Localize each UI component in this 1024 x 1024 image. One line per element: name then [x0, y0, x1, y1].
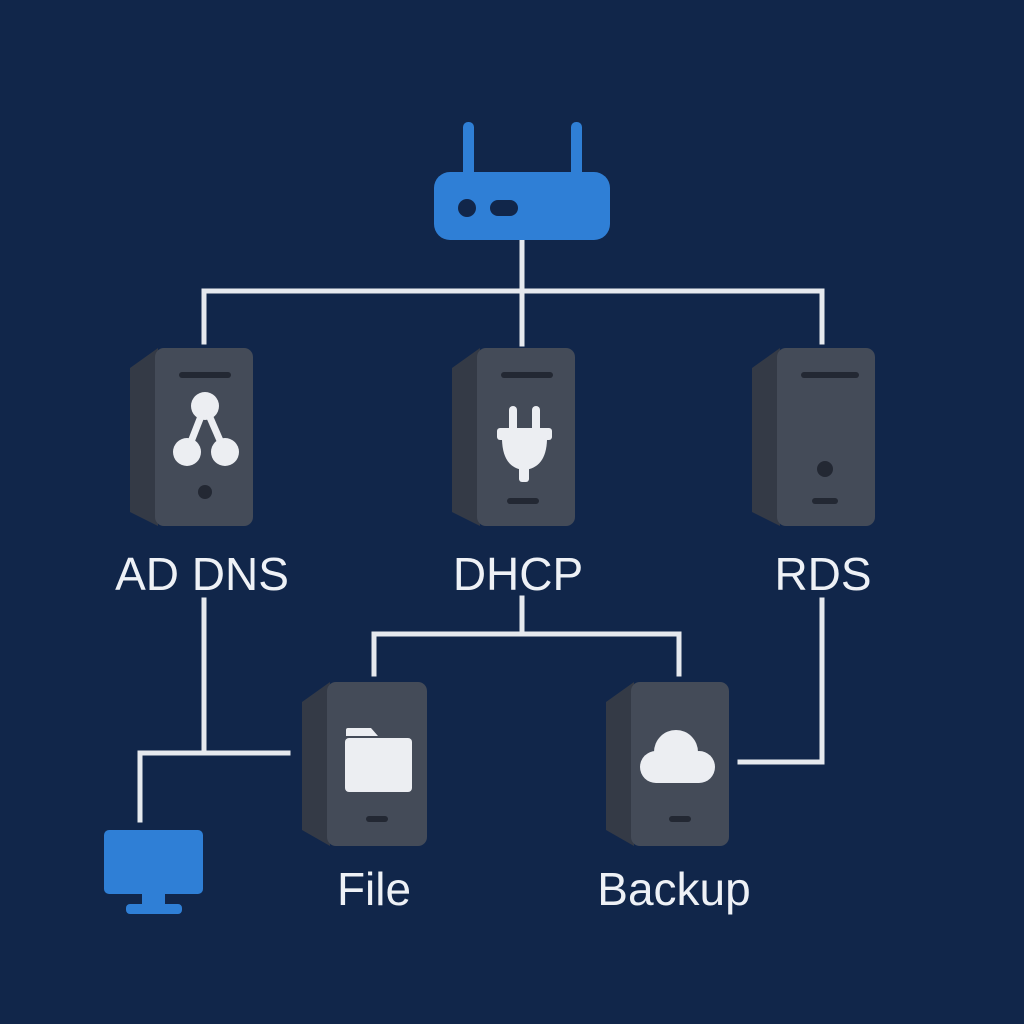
link-rds-backup: [737, 597, 825, 765]
dhcp-label: DHCP: [453, 548, 583, 600]
folder-icon: [345, 728, 412, 792]
file-server: [302, 682, 427, 846]
file-label: File: [337, 863, 411, 915]
share-icon: [173, 392, 239, 466]
rds-label: RDS: [774, 548, 871, 600]
dhcp-server: [452, 348, 575, 526]
rds-server: [752, 348, 875, 526]
router-node: [434, 122, 610, 240]
connections: [137, 235, 825, 823]
router-icon: [434, 122, 610, 240]
monitor-icon: [104, 830, 203, 914]
backup-label: Backup: [597, 863, 750, 915]
ad-dns-server: [130, 348, 253, 526]
backup-server: [606, 682, 729, 846]
plug-icon: [497, 406, 552, 482]
cloud-icon: [640, 730, 715, 783]
workstation-node: [104, 830, 203, 914]
ad-dns-label: AD DNS: [115, 548, 289, 600]
